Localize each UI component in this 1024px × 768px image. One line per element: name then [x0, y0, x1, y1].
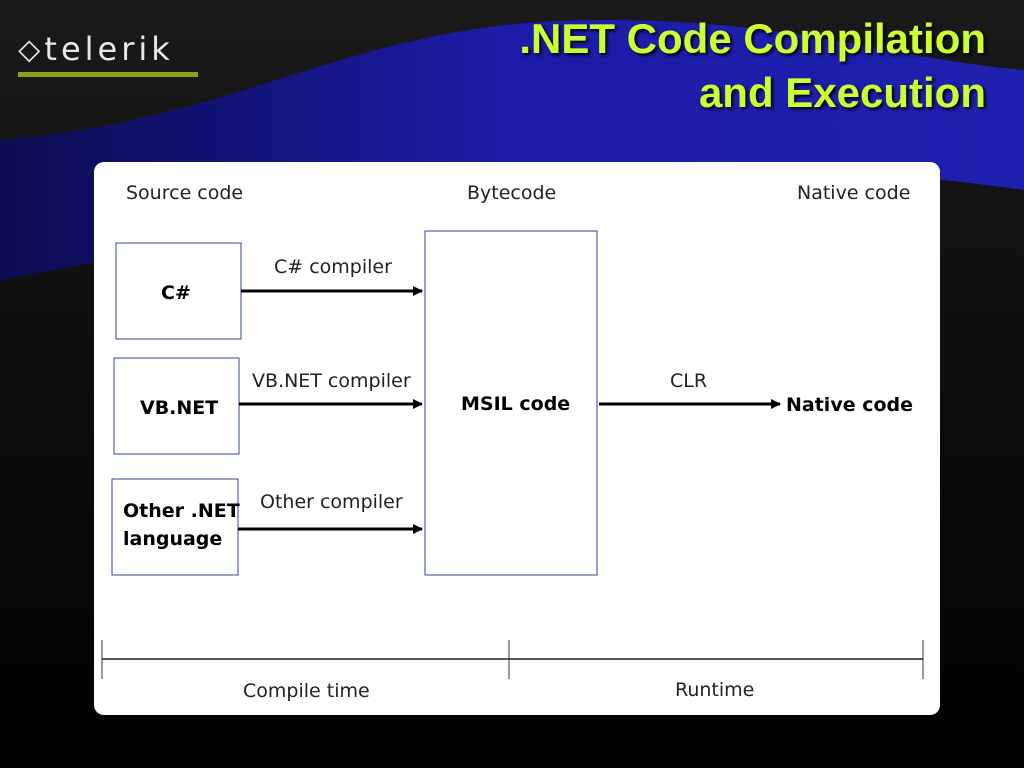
other-language-box	[111, 478, 239, 576]
column-bytecode: Bytecode	[467, 182, 556, 204]
csharp-box	[115, 242, 242, 340]
compilation-diagram: Source code Bytecode Native code C# VB.N…	[101, 182, 924, 702]
diagram-panel: Source code Bytecode Native code C# VB.N…	[94, 162, 940, 715]
other-language-label-2: language	[123, 528, 222, 550]
column-source-code: Source code	[126, 182, 243, 204]
msil-label: MSIL code	[461, 393, 570, 415]
runtime-label: Runtime	[675, 679, 754, 701]
compile-time-label: Compile time	[243, 680, 370, 702]
msil-box	[424, 230, 598, 576]
clr-label: CLR	[670, 370, 707, 392]
column-native-code: Native code	[797, 182, 910, 204]
vbnet-compiler-label: VB.NET compiler	[252, 370, 411, 392]
logo-underline	[18, 72, 198, 77]
native-code-result: Native code	[786, 394, 913, 416]
vbnet-label: VB.NET	[140, 397, 218, 419]
vbnet-box	[113, 357, 240, 455]
other-compiler-label: Other compiler	[260, 491, 403, 513]
slide-title: .NET Code Compilation and Execution	[519, 15, 986, 116]
telerik-logo: ⬦telerik	[18, 30, 174, 68]
telerik-logo-icon: ⬦	[18, 30, 45, 68]
other-language-label: Other .NET	[123, 500, 240, 522]
csharp-compiler-label: C# compiler	[274, 256, 392, 278]
csharp-label: C#	[161, 282, 191, 304]
